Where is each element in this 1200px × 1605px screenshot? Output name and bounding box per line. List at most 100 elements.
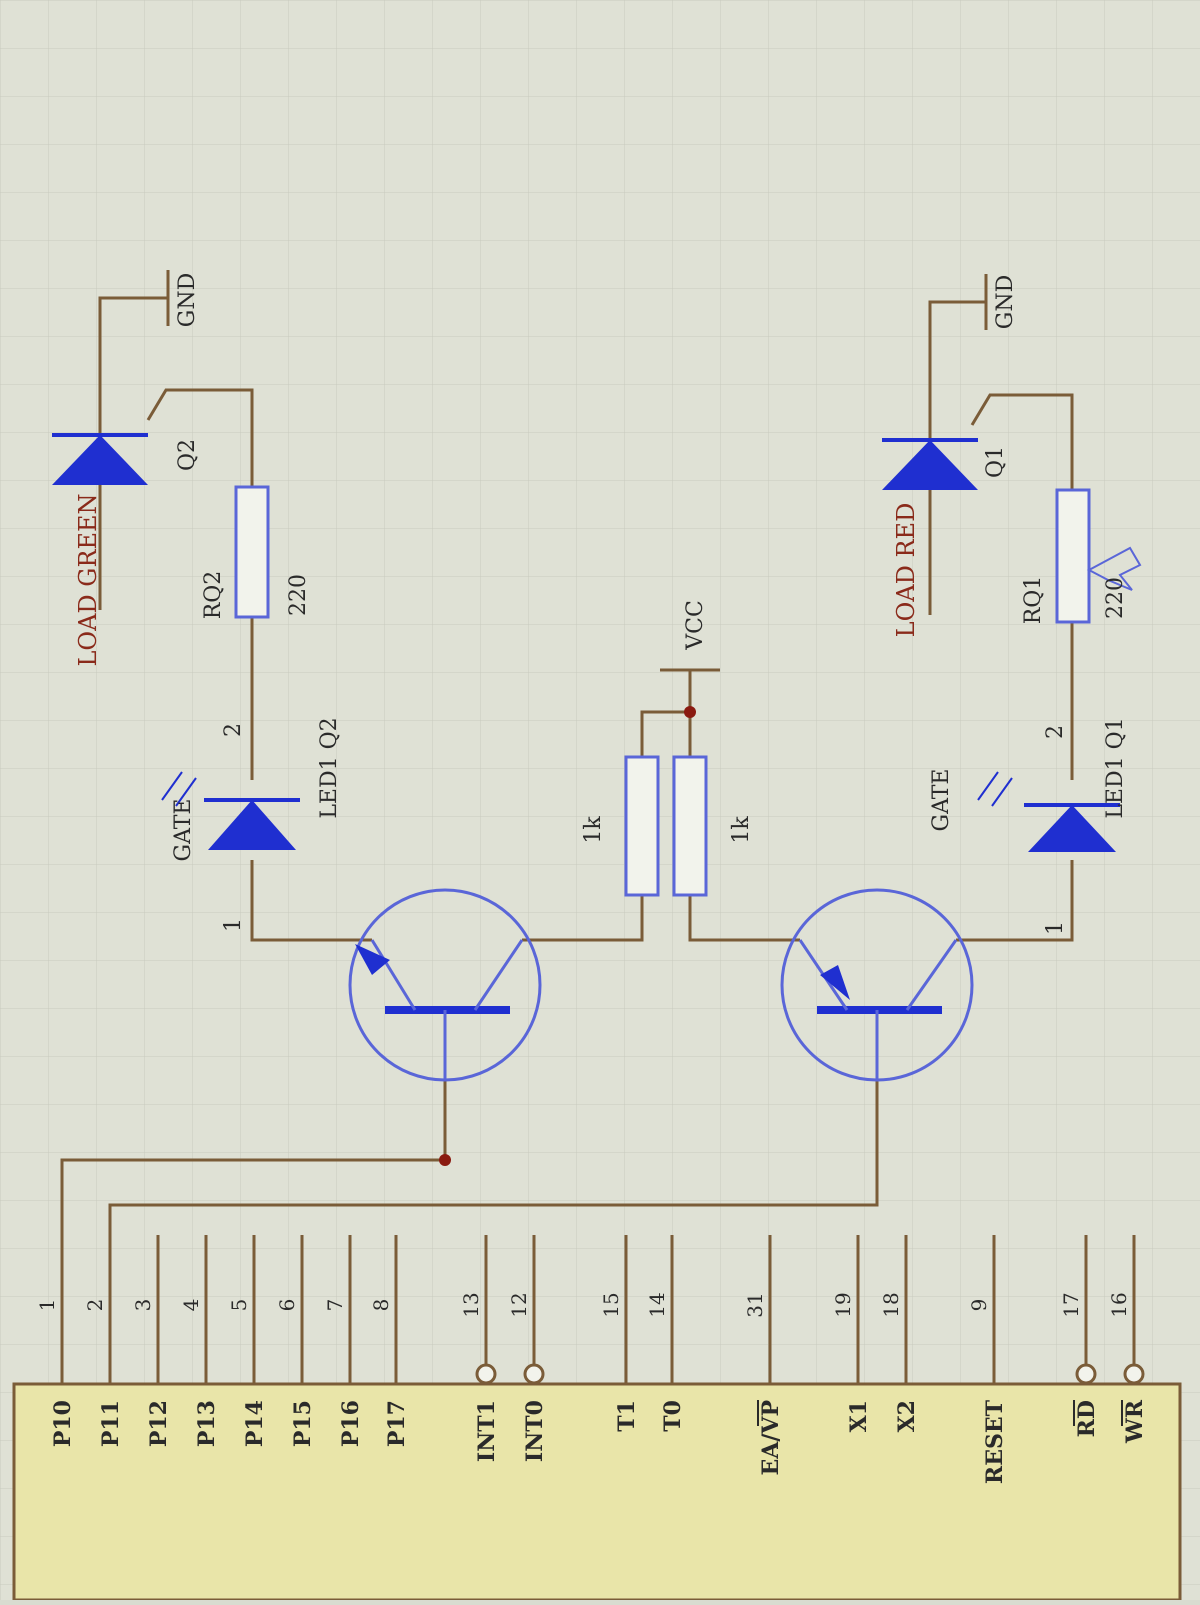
led-q2-emission-arrows	[161, 771, 197, 807]
net-label-load-red: LOAD RED	[892, 503, 920, 638]
wire-q1-to-gnd	[928, 300, 986, 440]
resistor-1k-right	[672, 755, 708, 897]
pin-name: P17	[384, 1400, 410, 1447]
label-led-q2-pin2: 2	[221, 723, 246, 737]
transistor-top-collector	[473, 939, 524, 1011]
pin-number: 13	[459, 1292, 483, 1317]
pin-name: T0	[660, 1400, 686, 1432]
pin-name: P11	[98, 1400, 124, 1447]
label-rq1-value: 220	[1103, 577, 1128, 619]
resistor-rq1-adjust-tab	[1086, 546, 1142, 591]
pin-number: 4	[179, 1299, 203, 1312]
pin-number: 19	[831, 1292, 855, 1317]
pin-inverted-bubble	[1123, 1363, 1145, 1385]
pin-name: P12	[146, 1400, 172, 1447]
pin-name: P13	[194, 1400, 220, 1447]
triac-q1-triangle	[882, 440, 978, 490]
pin-name: P10	[50, 1400, 76, 1447]
pin-name: WR	[1122, 1399, 1148, 1444]
pin-name: P14	[242, 1400, 268, 1447]
pin-number: 9	[967, 1299, 991, 1312]
wire-q2-to-gnd	[98, 296, 168, 435]
pin-number: 8	[369, 1299, 393, 1312]
pin-inverted-bubble	[523, 1363, 545, 1385]
junction-dot-p10	[439, 1154, 451, 1166]
pin-number: 15	[599, 1292, 623, 1317]
resistor-rq2	[234, 485, 270, 619]
pin-number: 7	[323, 1299, 347, 1312]
pin-name: X1	[846, 1400, 872, 1432]
net-label-load-green: LOAD GREEN	[74, 493, 102, 666]
label-led-q1-pin2: 2	[1043, 725, 1068, 739]
triac-q1	[882, 438, 978, 615]
pin-number: 12	[507, 1292, 531, 1317]
label-led-q1-pin1: 1	[1043, 921, 1068, 935]
pin-name: INT1	[474, 1400, 500, 1462]
wire-p10-to-top-base	[60, 1065, 447, 1384]
led-q1	[977, 771, 1120, 852]
label-rq1: RQ1	[1021, 576, 1046, 625]
label-1k-left: 1k	[581, 816, 606, 844]
wire-p11-to-bottom-base	[108, 1065, 879, 1384]
transistor-top	[348, 888, 542, 1082]
pin-inverted-bubble	[475, 1363, 497, 1385]
label-rq2: RQ2	[201, 571, 226, 620]
transistor-top-emitter	[370, 939, 417, 1011]
label-gnd-bottom: GND	[993, 275, 1018, 329]
label-gnd-top: GND	[175, 273, 200, 327]
triac-q2	[52, 433, 148, 610]
label-led-q2-pin1: 1	[221, 918, 246, 932]
wire-top-collector-to-1k	[522, 895, 644, 942]
label-vcc: VCC	[683, 600, 708, 651]
transistor-top-arrow	[355, 944, 390, 975]
pin-number: 17	[1059, 1292, 1083, 1317]
triac-q2-triangle	[52, 435, 148, 485]
label-rq2-value: 220	[286, 574, 311, 616]
pin-number: 3	[131, 1299, 155, 1312]
resistor-1k-left	[624, 755, 660, 897]
pin-number: 14	[645, 1292, 669, 1317]
wire-1k-left-to-vcc	[640, 710, 690, 757]
pin-name: INT0	[522, 1400, 548, 1462]
led-q1-triangle	[1028, 805, 1116, 852]
wire-1k-to-bottom-emitter	[688, 895, 800, 942]
pin-number: 18	[879, 1292, 903, 1317]
label-gate-red: GATE	[929, 769, 954, 832]
pin-number: 5	[227, 1299, 251, 1312]
pin-name: RD	[1074, 1400, 1100, 1437]
wire-bottom-collector-to-led1	[956, 860, 1074, 942]
wire-rq2-to-q2-gate	[146, 388, 254, 487]
junction-dot-vcc	[684, 706, 696, 718]
pin-name: EA/VP	[758, 1400, 784, 1476]
led-q2-triangle	[208, 800, 296, 850]
pin-name: P16	[338, 1400, 364, 1447]
pin-name: T1	[614, 1400, 640, 1432]
label-led-q2-ref: LED1 Q2	[317, 717, 342, 818]
led-q1-emission-arrows	[977, 771, 1013, 807]
led-q2	[161, 771, 300, 850]
pin-number: 16	[1107, 1292, 1131, 1317]
transistor-bottom	[780, 888, 974, 1082]
transistor-bottom-arrow	[820, 965, 850, 1000]
label-q2: Q2	[175, 439, 200, 471]
wire-rq1-to-q1-gate	[970, 393, 1074, 490]
label-gate-green: GATE	[171, 799, 196, 862]
label-q1: Q1	[983, 446, 1008, 478]
pin-name: RESET	[982, 1399, 1008, 1484]
label-1k-right: 1k	[729, 816, 754, 844]
pin-number: 31	[743, 1292, 767, 1317]
pin-number: 1	[35, 1299, 59, 1312]
pin-name: P15	[290, 1400, 316, 1447]
transistor-bottom-collector	[905, 939, 958, 1011]
pin-number: 6	[275, 1299, 299, 1312]
label-led-q1-ref: LED1 Q1	[1103, 717, 1128, 818]
pin-name: X2	[894, 1400, 920, 1432]
pin-inverted-bubble	[1075, 1363, 1097, 1385]
pin-number: 2	[83, 1299, 107, 1312]
resistor-rq1	[1055, 488, 1091, 624]
wire-top-emitter-to-led2	[250, 860, 372, 942]
